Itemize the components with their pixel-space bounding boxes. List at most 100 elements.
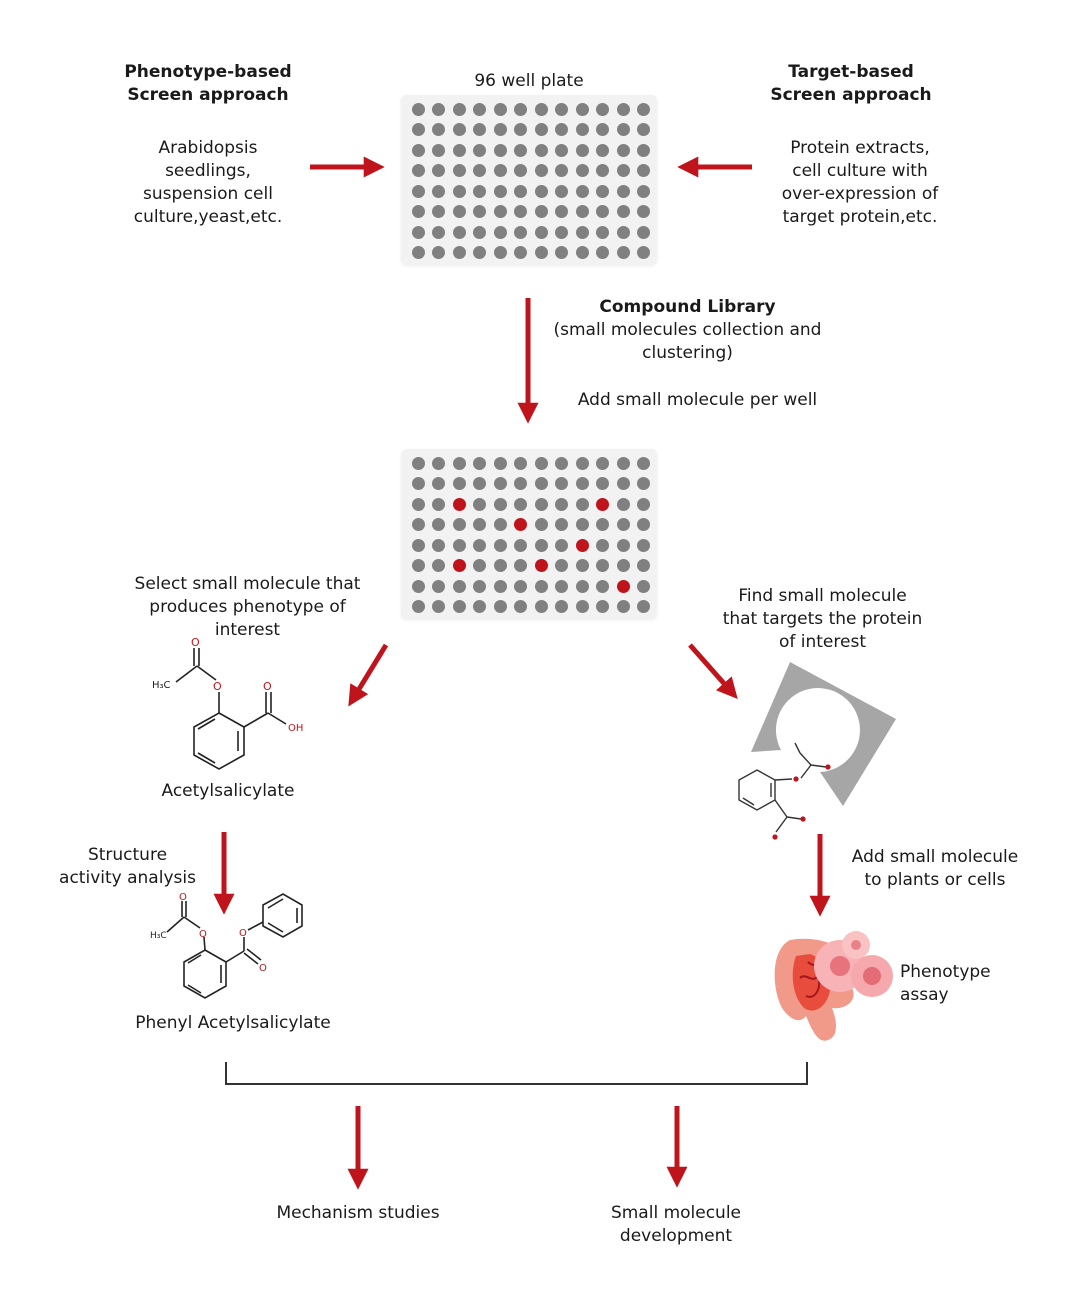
- well: [452, 205, 466, 218]
- atom-label: O: [191, 636, 200, 649]
- well: [575, 456, 589, 470]
- well: [514, 225, 527, 239]
- double-bond: [786, 816, 802, 820]
- oxygen-atom: [793, 776, 799, 782]
- well: [514, 205, 527, 218]
- well: [493, 579, 507, 593]
- well: [514, 538, 527, 552]
- well: [493, 497, 507, 511]
- target-approach-title: Target-based Screen approach: [751, 61, 951, 107]
- add-to-plants-line: Add small molecule: [851, 847, 1019, 867]
- bond: [203, 936, 206, 951]
- find-target-line: Find small molecule: [738, 586, 907, 606]
- well: [432, 518, 445, 531]
- well: [452, 246, 466, 259]
- well: [493, 205, 507, 218]
- select-phenotype-label: Select small molecule that produces phen…: [120, 573, 375, 642]
- well: [596, 518, 609, 531]
- double-bond: [243, 952, 259, 965]
- well: [596, 246, 609, 259]
- well: [432, 497, 445, 511]
- phenotype-approach-title-line: Screen approach: [127, 85, 289, 105]
- well: [473, 600, 486, 613]
- well: [637, 246, 650, 259]
- well-hit: [596, 497, 609, 511]
- add-to-plants-label: Add small molecule to plants or cells: [840, 846, 1030, 892]
- well: [452, 123, 466, 136]
- well-hit: [616, 579, 630, 593]
- well: [637, 477, 650, 490]
- well: [616, 205, 630, 218]
- well: [637, 123, 650, 136]
- well: [432, 143, 445, 157]
- well: [637, 456, 650, 470]
- target-desc-line: cell culture with: [792, 161, 928, 181]
- well-hit: [452, 497, 466, 511]
- well-grid: [408, 453, 654, 617]
- phenotype-desc-line: Arabidopsis: [158, 138, 258, 158]
- well: [411, 184, 425, 198]
- bond: [800, 764, 812, 779]
- cell-nucleus: [863, 967, 881, 985]
- well: [493, 123, 507, 136]
- well: [411, 164, 425, 177]
- bond: [196, 665, 217, 681]
- well-plate-empty: [401, 95, 657, 265]
- well: [596, 559, 609, 572]
- well: [452, 477, 466, 490]
- well: [555, 246, 568, 259]
- well: [411, 456, 425, 470]
- well: [411, 102, 425, 116]
- well: [637, 164, 650, 177]
- well: [596, 143, 609, 157]
- well: [637, 579, 650, 593]
- well: [575, 164, 589, 177]
- well: [555, 123, 568, 136]
- well: [452, 143, 466, 157]
- well: [473, 559, 486, 572]
- well: [452, 102, 466, 116]
- phenotype-approach-title-line: Phenotype-based: [124, 62, 292, 82]
- well: [534, 164, 548, 177]
- well: [596, 205, 609, 218]
- well: [555, 205, 568, 218]
- double-bond: [246, 948, 262, 961]
- well: [473, 456, 486, 470]
- well: [411, 600, 425, 613]
- well: [575, 225, 589, 239]
- well: [493, 456, 507, 470]
- well: [555, 477, 568, 490]
- well: [514, 164, 527, 177]
- well: [452, 184, 466, 198]
- well: [411, 477, 425, 490]
- well: [534, 600, 548, 613]
- well-plate-screened: [401, 449, 657, 619]
- phenotype-approach-desc: Arabidopsis seedlings, suspension cell c…: [108, 137, 308, 229]
- phenyl-acetylsalicylate-structure: H₃C O O O O: [150, 892, 303, 999]
- target-approach-desc: Protein extracts, cell culture with over…: [750, 137, 970, 229]
- well-hit: [575, 538, 589, 552]
- well: [514, 246, 527, 259]
- well: [514, 143, 527, 157]
- aromatic-bond: [267, 922, 284, 933]
- well: [596, 102, 609, 116]
- well: [534, 205, 548, 218]
- phenotype-assay-line: assay: [900, 985, 949, 1005]
- add-molecule-step: Add small molecule per well: [577, 390, 818, 410]
- atom-label: O: [239, 928, 247, 939]
- well: [493, 143, 507, 157]
- well: [473, 477, 486, 490]
- well: [432, 600, 445, 613]
- well: [534, 143, 548, 157]
- well: [616, 102, 630, 116]
- well: [555, 518, 568, 531]
- well: [616, 518, 630, 531]
- compound-library-title: Compound Library: [599, 297, 776, 317]
- well: [575, 600, 589, 613]
- well: [493, 538, 507, 552]
- bond: [247, 921, 264, 931]
- development-line: Small molecule: [610, 1203, 742, 1223]
- cell-nucleus: [851, 940, 861, 950]
- well: [432, 205, 445, 218]
- structure-activity-line: activity analysis: [59, 868, 196, 888]
